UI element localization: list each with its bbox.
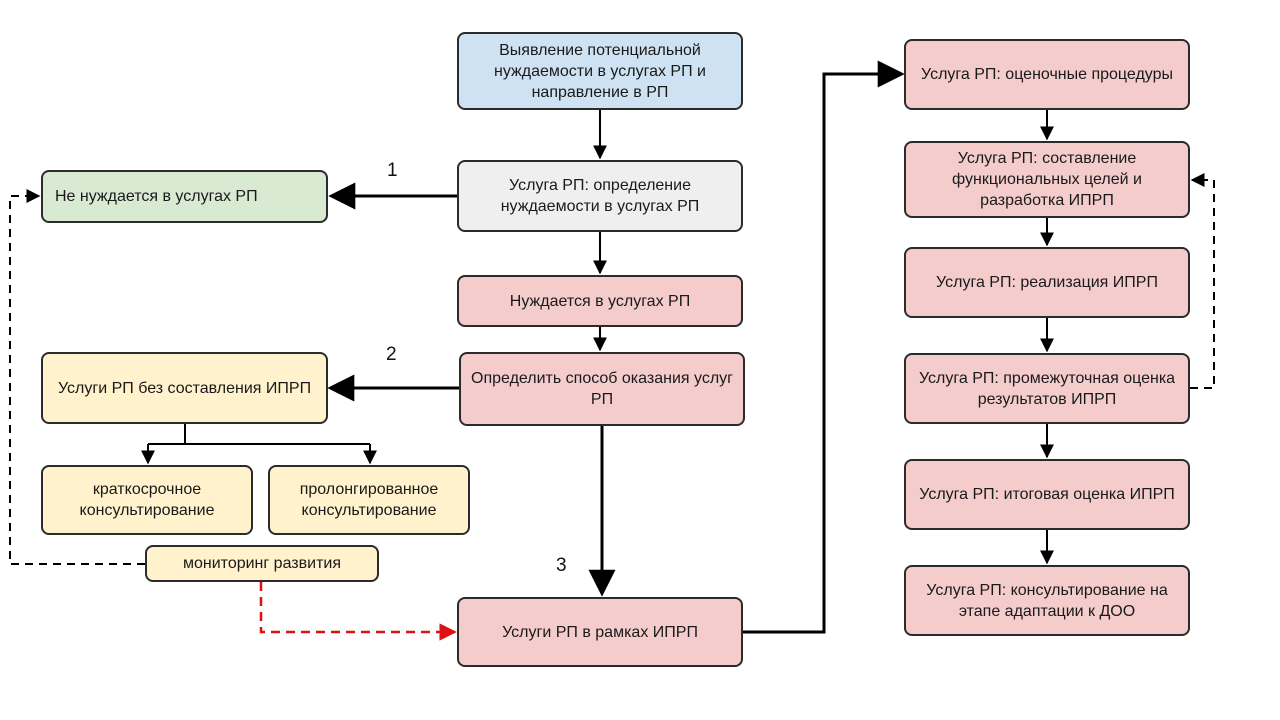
node-short-consult-label: краткосрочное консультирование <box>79 481 215 519</box>
node-determine-need: Услуга РП: определение нуждаемости в усл… <box>457 160 743 232</box>
node-final: Услуга РП: итоговая оценка ИПРП <box>904 459 1190 530</box>
node-choose-method: Определить способ оказания услуг РП <box>459 352 745 426</box>
node-goals-label: Услуга РП: составление функциональных це… <box>952 150 1142 209</box>
arrow-within-iprp-to-assessment <box>743 60 905 634</box>
red-dashed-monitoring-to-within-iprp <box>259 582 457 641</box>
node-prolonged-consult: пролонгированное консультирование <box>268 465 470 535</box>
branch-number-2: 2 <box>386 344 397 365</box>
node-intermediate: Услуга РП: промежуточная оценка результа… <box>904 353 1190 424</box>
node-short-consult: краткосрочное консультирование <box>41 465 253 535</box>
node-monitoring-label: мониторинг развития <box>183 555 341 572</box>
node-prolonged-consult-label: пролонгированное консультирование <box>299 481 439 519</box>
dashed-intermediate-to-goals <box>1190 173 1215 389</box>
node-identification: Выявление потенциальной нуждаемости в ус… <box>457 32 743 110</box>
node-not-needed-label: Не нуждается в услугах РП <box>55 188 258 205</box>
node-needed: Нуждается в услугах РП <box>457 275 743 327</box>
node-within-iprp-label: Услуги РП в рамках ИПРП <box>502 623 698 641</box>
node-goals: Услуга РП: составление функциональных це… <box>904 141 1190 218</box>
node-implementation-label: Услуга РП: реализация ИПРП <box>936 274 1158 291</box>
node-monitoring: мониторинг развития <box>145 545 379 582</box>
node-assessment: Услуга РП: оценочные процедуры <box>904 39 1190 110</box>
node-implementation: Услуга РП: реализация ИПРП <box>904 247 1190 318</box>
branch-number-3: 3 <box>556 555 567 576</box>
node-adaptation: Услуга РП: консультирование на этапе ада… <box>904 565 1190 636</box>
node-within-iprp: Услуги РП в рамках ИПРП <box>457 597 743 667</box>
node-adaptation-label: Услуга РП: консультирование на этапе ада… <box>926 581 1168 620</box>
node-choose-method-label: Определить способ оказания услуг РП <box>471 370 733 408</box>
node-identification-label: Выявление потенциальной нуждаемости в ус… <box>494 41 706 101</box>
node-no-iprp: Услуги РП без составления ИПРП <box>41 352 328 424</box>
node-no-iprp-label: Услуги РП без составления ИПРП <box>57 379 312 397</box>
branch-number-1: 1 <box>387 160 398 181</box>
node-intermediate-label: Услуга РП: промежуточная оценка результа… <box>918 369 1176 408</box>
node-not-needed: Не нуждается в услугах РП <box>41 170 328 223</box>
node-final-label: Услуга РП: итоговая оценка ИПРП <box>919 486 1175 503</box>
node-assessment-label: Услуга РП: оценочные процедуры <box>920 66 1174 83</box>
node-needed-label: Нуждается в услугах РП <box>509 292 691 310</box>
node-determine-need-label: Услуга РП: определение нуждаемости в усл… <box>500 177 700 215</box>
